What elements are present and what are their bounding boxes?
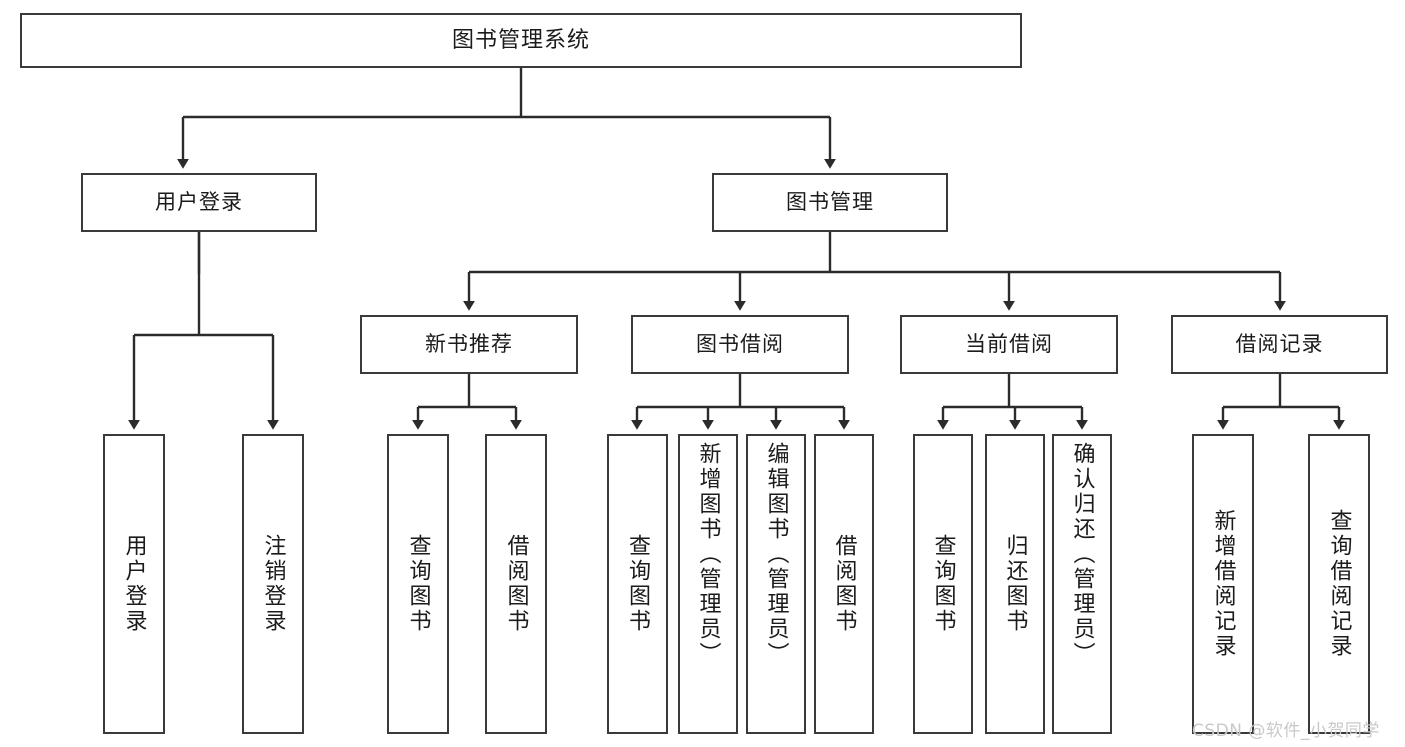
node-edit-book-admin[interactable]: 编辑图书（管理员） [746,434,806,734]
node-current-borrow[interactable]: 当前借阅 [900,315,1118,374]
node-borrow-book-borrow[interactable]: 借阅图书 [814,434,874,734]
node-root-system[interactable]: 图书管理系统 [20,13,1022,68]
node-label: 借阅图书 [831,534,857,634]
node-query-book-recommend[interactable]: 查询图书 [387,434,449,734]
node-label: 图书借阅 [696,332,784,357]
node-label: 新增图书（管理员） [695,442,721,667]
node-user-login[interactable]: 用户登录 [81,173,317,232]
node-label: 用户登录 [121,534,147,634]
node-label: 查询图书 [930,534,956,634]
node-book-borrow[interactable]: 图书借阅 [631,315,849,374]
node-label: 当前借阅 [965,332,1053,357]
node-logout-action[interactable]: 注销登录 [242,434,304,734]
node-label: 借阅记录 [1235,332,1324,357]
node-label: 用户登录 [155,190,243,215]
node-label: 查询图书 [625,534,651,634]
node-label: 图书管理系统 [451,27,590,53]
node-label: 归还图书 [1002,534,1028,634]
node-query-book-borrow[interactable]: 查询图书 [607,434,668,734]
node-add-book-admin[interactable]: 新增图书（管理员） [678,434,738,734]
node-borrow-record[interactable]: 借阅记录 [1171,315,1388,374]
node-book-manage[interactable]: 图书管理 [712,173,948,232]
node-label: 查询图书 [405,534,431,634]
node-label: 确认归还（管理员） [1069,442,1095,667]
node-label: 新增借阅记录 [1210,509,1236,659]
node-label: 图书管理 [786,190,874,215]
node-user-login-action[interactable]: 用户登录 [103,434,165,734]
node-label: 查询借阅记录 [1326,509,1352,659]
node-label: 新书推荐 [425,332,513,357]
node-label: 注销登录 [260,534,286,634]
node-add-borrow-record[interactable]: 新增借阅记录 [1192,434,1254,734]
node-new-book-recommend[interactable]: 新书推荐 [360,315,578,374]
csdn-watermark: CSDN @软件_小贺同学 [1192,721,1380,741]
node-return-book[interactable]: 归还图书 [985,434,1045,734]
node-query-book-current[interactable]: 查询图书 [913,434,973,734]
node-label: 借阅图书 [503,534,529,634]
node-confirm-return-admin[interactable]: 确认归还（管理员） [1052,434,1112,734]
node-borrow-book-recommend[interactable]: 借阅图书 [485,434,547,734]
node-label: 编辑图书（管理员） [763,442,789,667]
node-query-borrow-record[interactable]: 查询借阅记录 [1308,434,1370,734]
